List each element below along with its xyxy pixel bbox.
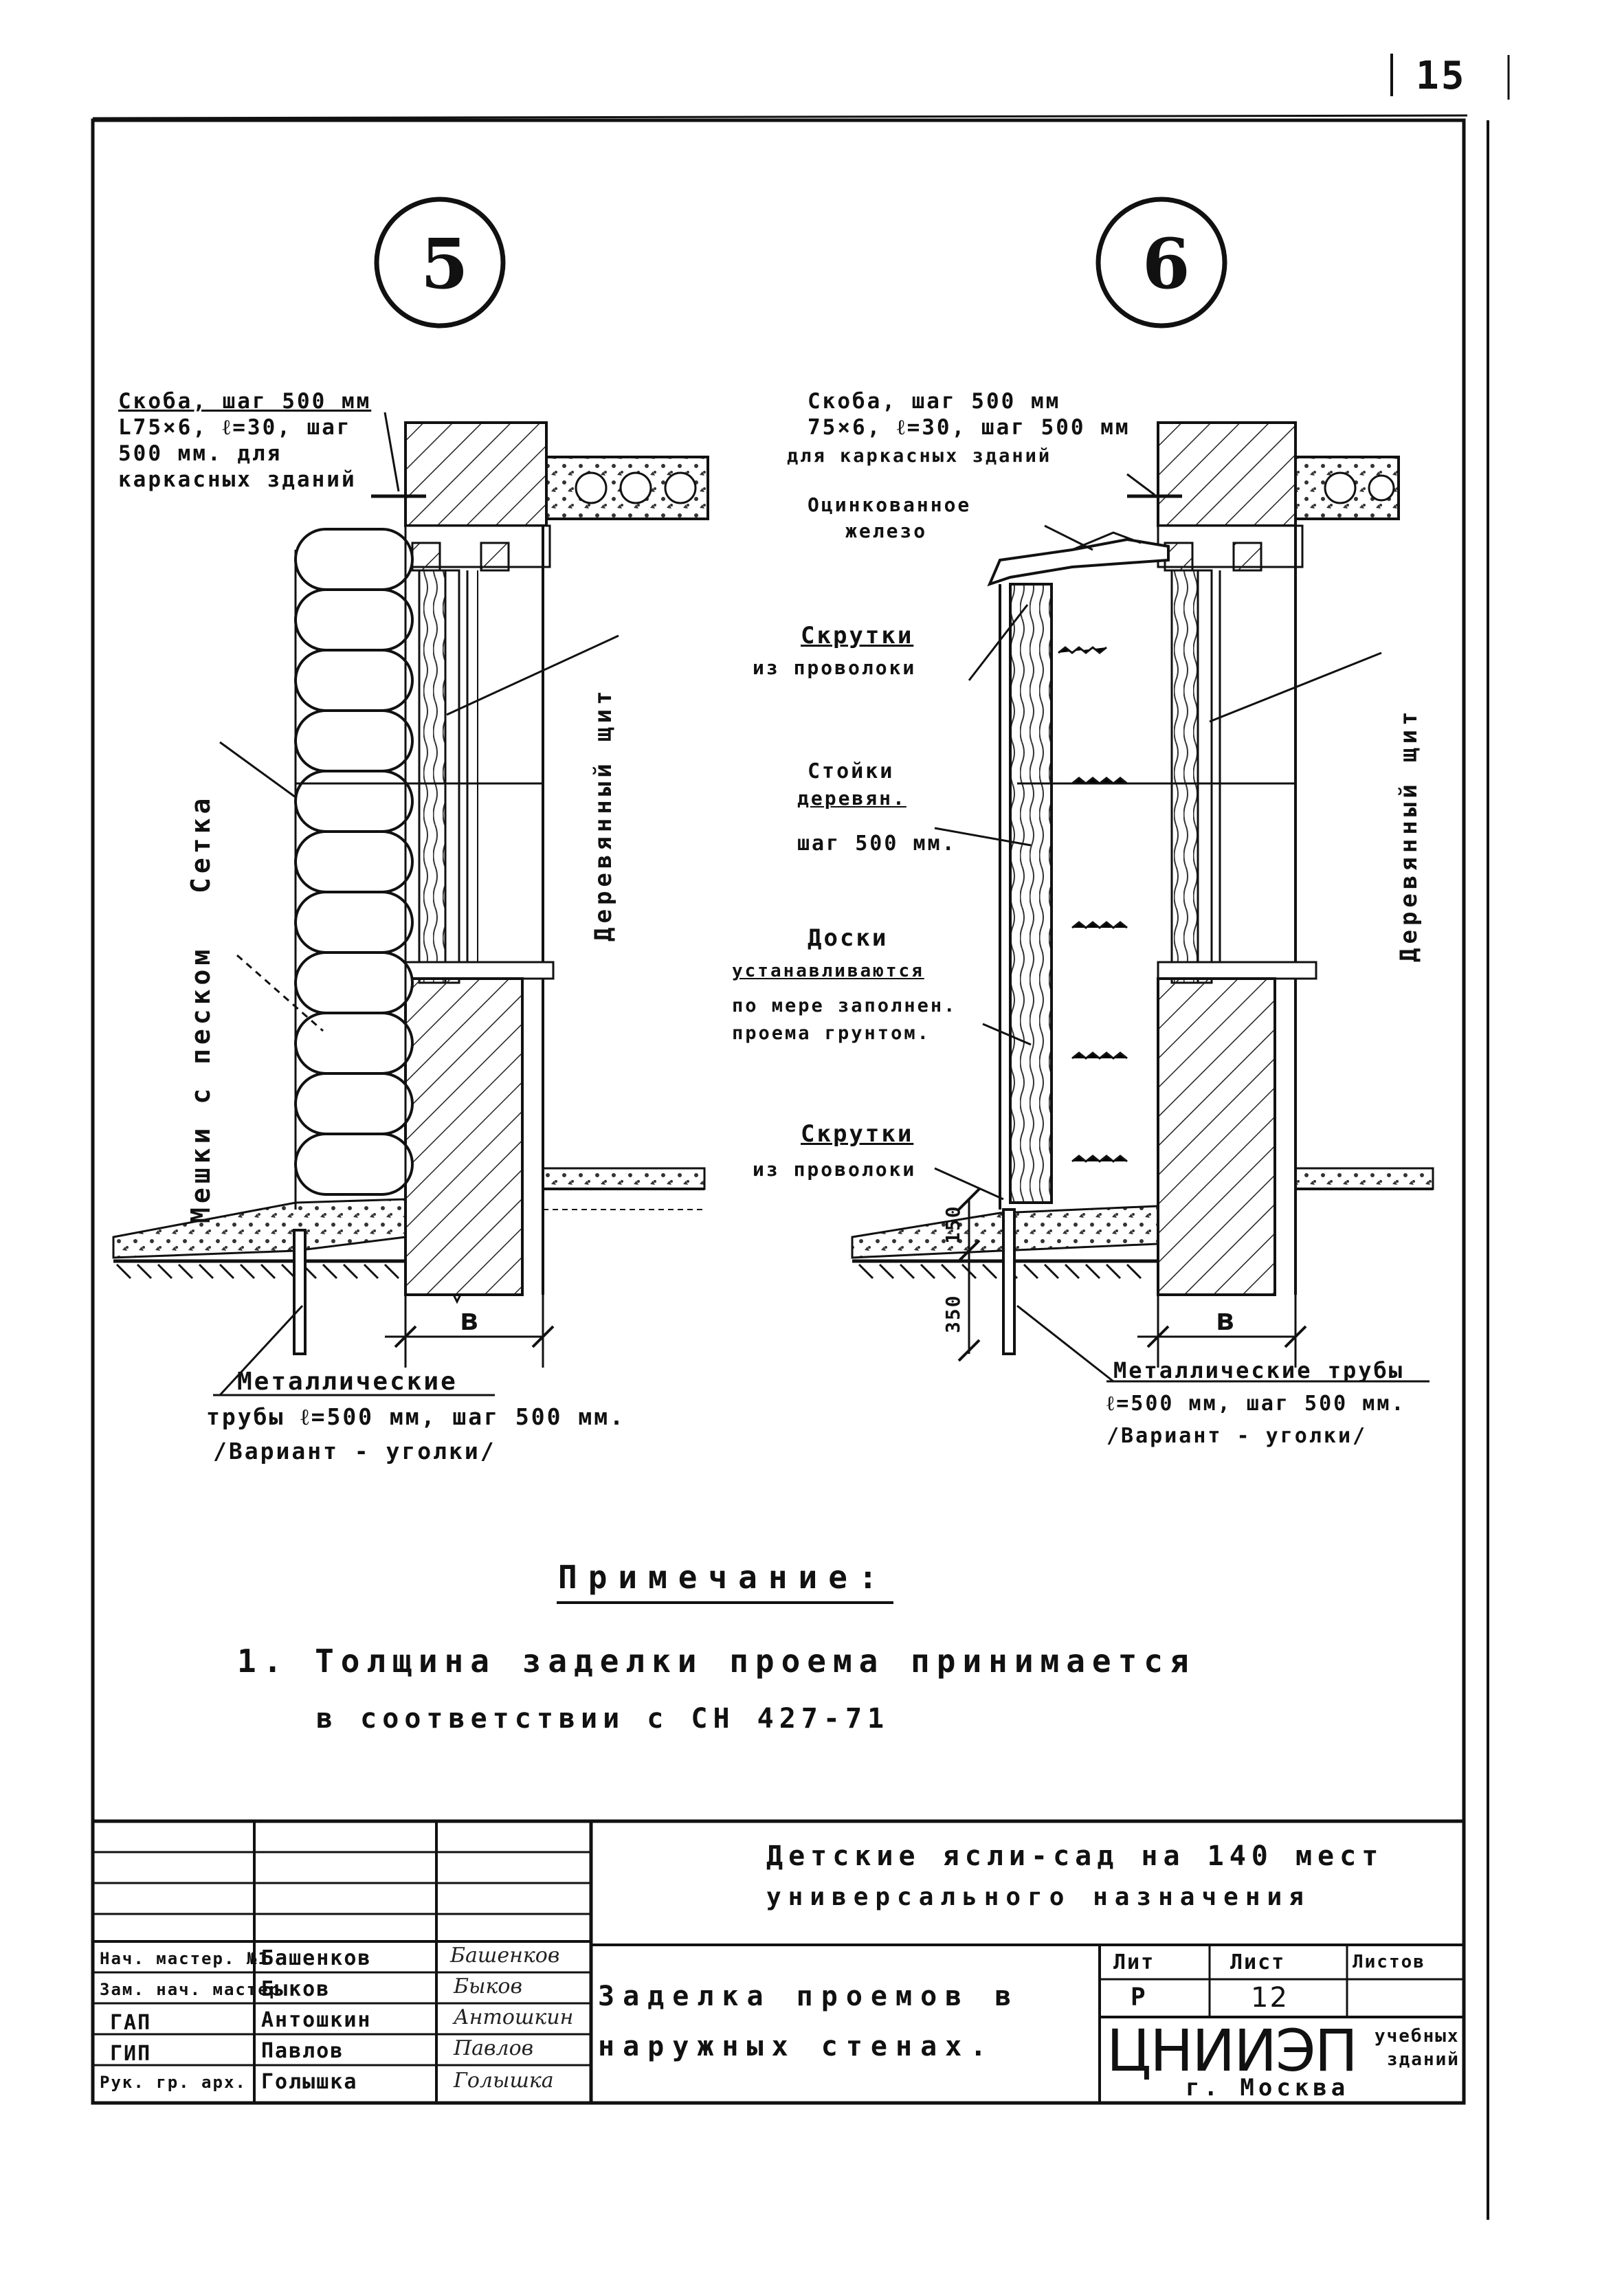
stage-value: Р bbox=[1131, 1983, 1147, 2012]
staff-signature-1: Башенков bbox=[450, 1944, 560, 1968]
staff-role-4: ГИП bbox=[110, 2042, 152, 2066]
detail-5-dimension: в bbox=[460, 1302, 481, 1337]
detail-5-marker: 5 bbox=[421, 223, 471, 304]
detail-6-posts-line-2: деревян. bbox=[797, 787, 906, 810]
detail-5-pipes-line-1: Металлические bbox=[237, 1368, 458, 1396]
detail-6-pipes-line-2: ℓ=500 мм, шаг 500 мм. bbox=[1106, 1392, 1406, 1416]
detail-6-boards-line-2: устанавливаются bbox=[732, 961, 924, 981]
staff-role-2: Зам. нач. мастер. bbox=[100, 1980, 292, 1999]
title-block-grid bbox=[93, 1819, 1464, 2103]
staff-role-1: Нач. мастер. №1 bbox=[100, 1949, 269, 1968]
page-number: 15 bbox=[1416, 54, 1467, 98]
detail-5-mesh-label: Сетка bbox=[186, 794, 216, 893]
detail-5-bracket-line-2: L75×6, ℓ=30, шаг bbox=[118, 415, 352, 440]
sheet-frame bbox=[91, 114, 1489, 2220]
project-line-1: Детские ясли-сад на 140 мест bbox=[766, 1840, 1384, 1872]
org-logo: ЦНИИЭП bbox=[1106, 2017, 1358, 2084]
sheet-header: Лист bbox=[1230, 1950, 1286, 1974]
staff-name-3: Антошкин bbox=[261, 2008, 372, 2032]
detail-6-twists-top-line-1: Скрутки bbox=[801, 622, 914, 649]
staff-signature-5: Голышка bbox=[454, 2069, 554, 2093]
detail-6-roofing-line-2: железо bbox=[845, 520, 928, 542]
stage-header: Лит bbox=[1113, 1950, 1155, 1974]
sheet-title-line-1: Заделка проемов в bbox=[598, 1981, 1020, 2012]
note-title: Примечание: bbox=[558, 1559, 889, 1596]
staff-signature-4: Павлов bbox=[454, 2036, 534, 2060]
detail-6-boards-line-4: проема грунтом. bbox=[732, 1023, 931, 1044]
staff-role-5: Рук. гр. арх. bbox=[100, 2073, 247, 2092]
staff-signature-3: Антошкин bbox=[454, 2005, 574, 2029]
detail-5-wood-shield-label: Деревянный щит bbox=[590, 687, 617, 942]
detail-5-pipes-line-2: трубы ℓ=500 мм, шаг 500 мм. bbox=[206, 1403, 625, 1430]
detail-5-marker-circle bbox=[374, 197, 506, 328]
detail-6-twists-bottom-line-1: Скрутки bbox=[801, 1120, 914, 1148]
detail-5-pipes-line-3: /Вариант - уголки/ bbox=[213, 1438, 496, 1464]
detail-6-roofing-line-1: Оцинкованное bbox=[808, 493, 972, 516]
detail-6-bracket-line-2: 75×6, ℓ=30, шаг 500 мм bbox=[808, 415, 1131, 440]
staff-signature-2: Быков bbox=[454, 1974, 522, 1998]
sheet-title-line-2: наружных стенах. bbox=[598, 2031, 995, 2062]
detail-6-bracket-line-3: для каркасных зданий bbox=[787, 445, 1052, 467]
detail-6-marker-circle bbox=[1095, 197, 1227, 328]
note-line-1: 1. Толщина заделки проема принимается bbox=[237, 1642, 1196, 1680]
note-line-2: в соответствии с СН 427-71 bbox=[316, 1703, 890, 1735]
detail-6-posts-line-3: шаг 500 мм. bbox=[797, 832, 957, 856]
staff-name-2: Быков bbox=[261, 1977, 331, 2001]
detail-5-linework bbox=[112, 412, 709, 1396]
detail-6-pipes-line-1: Металлические трубы bbox=[1113, 1357, 1405, 1383]
detail-6-posts-line-1: Стойки bbox=[808, 759, 895, 783]
detail-6-twists-top-line-2: из проволоки bbox=[753, 656, 917, 679]
org-city: г. Москва bbox=[1186, 2074, 1350, 2102]
project-line-2: универсального назначения bbox=[766, 1883, 1311, 1911]
detail-6-wood-shield-label: Деревянный щит bbox=[1395, 707, 1423, 962]
detail-6-dimension: в bbox=[1216, 1302, 1237, 1337]
staff-name-5: Голышка bbox=[261, 2070, 358, 2094]
staff-name-1: Башенков bbox=[261, 1946, 372, 1970]
detail-6-dim-150: 150 bbox=[942, 1205, 964, 1244]
detail-6-pipes-line-3: /Вариант - уголки/ bbox=[1106, 1424, 1368, 1448]
sheets-header: Листов bbox=[1353, 1952, 1425, 1972]
detail-6-linework bbox=[851, 421, 1434, 1383]
detail-5-bracket-line-1: Скоба, шаг 500 мм bbox=[118, 389, 372, 414]
detail-6-boards-line-3: по мере заполнен. bbox=[732, 995, 957, 1016]
org-dept-line-1: учебных bbox=[1375, 2026, 1460, 2047]
detail-5-bracket-line-3: 500 мм. для bbox=[118, 441, 282, 466]
detail-6-twists-bottom-line-2: из проволоки bbox=[753, 1158, 917, 1181]
sheet-value: 12 bbox=[1251, 1982, 1289, 2014]
detail-5-bracket-line-4: каркасных зданий bbox=[118, 467, 357, 492]
detail-6-boards-line-1: Доски bbox=[808, 924, 889, 952]
staff-role-3: ГАП bbox=[110, 2011, 152, 2035]
org-dept-line-2: зданий bbox=[1387, 2049, 1460, 2070]
detail-6-dim-350: 350 bbox=[942, 1294, 964, 1333]
page-number-frame bbox=[1390, 54, 1510, 100]
staff-name-4: Павлов bbox=[261, 2039, 344, 2063]
detail-5-sandbags-label: Мешки с песком bbox=[186, 945, 216, 1223]
detail-6-bracket-line-1: Скоба, шаг 500 мм bbox=[808, 389, 1061, 414]
detail-6-marker: 6 bbox=[1142, 223, 1192, 304]
